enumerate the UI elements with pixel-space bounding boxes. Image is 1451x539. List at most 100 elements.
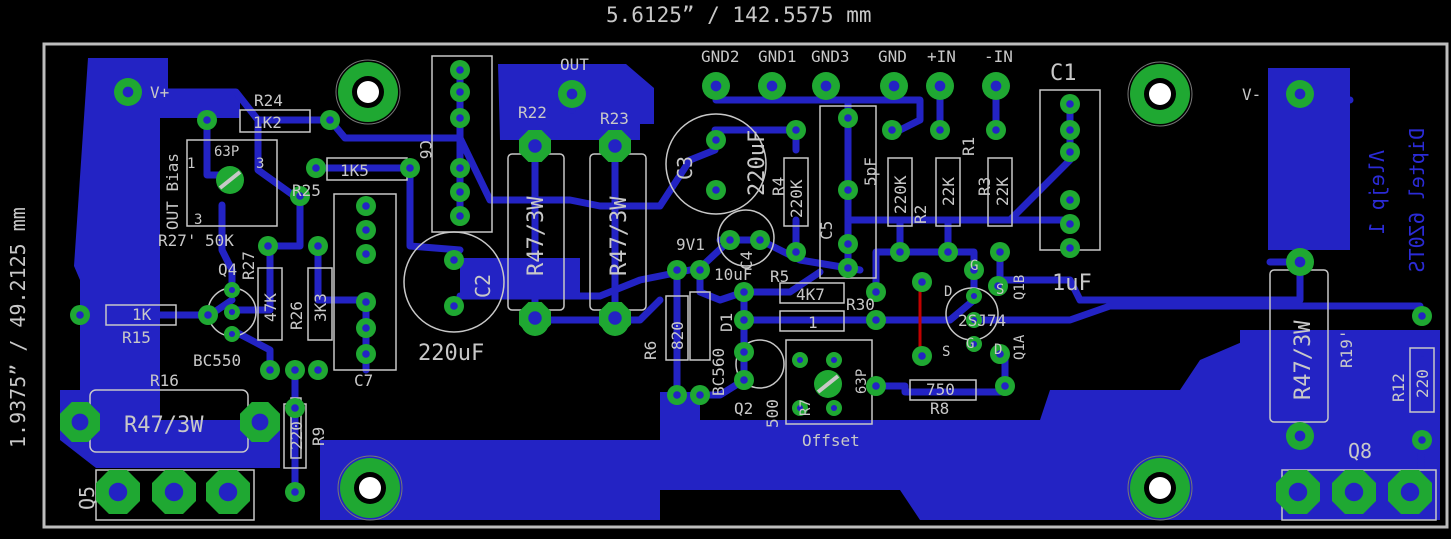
label-r9-val: 220 xyxy=(287,421,306,450)
pad-drill xyxy=(944,248,952,256)
mounting-hole-bl xyxy=(337,455,403,521)
label-offset: Offset xyxy=(802,431,860,450)
label-c7: C7 xyxy=(354,371,373,390)
label-r1: R1 xyxy=(959,137,978,156)
label-r3-val: 22K xyxy=(993,177,1012,206)
label-c5-val: 5pF xyxy=(861,157,880,186)
pad-drill xyxy=(406,164,414,172)
pad-drill xyxy=(1400,482,1420,502)
copper-pours xyxy=(60,58,1440,520)
label-q8: Q8 xyxy=(1348,439,1372,463)
pad-drill xyxy=(1294,256,1306,268)
label-pin3b: 3 xyxy=(194,212,202,228)
pad-drill xyxy=(726,236,734,244)
label-r30: R30 xyxy=(846,295,875,314)
pad-drill xyxy=(994,282,1002,290)
pad-drill xyxy=(844,240,852,248)
pad-drill xyxy=(996,248,1004,256)
label-r7-val: 500 xyxy=(763,399,782,428)
trimmer-pot-bias xyxy=(216,166,244,194)
pad-drill xyxy=(844,114,852,122)
pad-drill xyxy=(970,316,978,324)
pad-drill xyxy=(844,264,852,272)
label-pin1: 1 xyxy=(187,156,195,172)
pad-drill xyxy=(673,391,681,399)
label-out-bias: OUT Bias xyxy=(163,153,182,230)
width-dimension: 5.6125” / 142.5575 mm xyxy=(606,3,872,27)
label-cap63p-b: 63P xyxy=(854,369,870,394)
pad-drill xyxy=(740,288,748,296)
label-d1-val: 9V1 xyxy=(676,235,705,254)
pad-drill xyxy=(1066,100,1074,108)
pad-drill xyxy=(1066,220,1074,228)
label-r26: R26 xyxy=(287,301,306,330)
pad-drill xyxy=(696,391,704,399)
label-r5-val: 4K7 xyxy=(796,285,825,304)
label-r1-val: 22K xyxy=(939,177,958,206)
mounting-hole-tr xyxy=(1127,61,1193,127)
label-r3: R3 xyxy=(975,177,994,196)
pad-drill xyxy=(218,482,238,502)
pad-drill xyxy=(1418,436,1426,444)
label-d-left: D xyxy=(944,284,952,300)
pad-drill xyxy=(608,311,622,325)
pad-drill xyxy=(264,242,272,250)
pad-drill xyxy=(1066,244,1074,252)
label-gnd: GND xyxy=(878,47,907,66)
mounting-hole-br xyxy=(1127,455,1193,521)
label-c3-val: 220uF xyxy=(745,130,770,196)
pad-drill xyxy=(203,116,211,124)
mounting-holes xyxy=(335,59,1193,521)
label-d-right: D xyxy=(994,342,1002,358)
label-jfet: 2SJ74 xyxy=(958,311,1006,330)
pad-drill xyxy=(970,292,978,300)
pad-drill xyxy=(796,356,804,364)
pad-drill xyxy=(314,242,322,250)
pad-drill xyxy=(566,88,578,100)
pad-drill xyxy=(450,302,458,310)
mounting-hole-tl xyxy=(335,59,401,125)
pad-drill xyxy=(251,413,269,431)
pad-drill xyxy=(164,482,184,502)
pad-drill xyxy=(228,308,236,316)
label-r5: R5 xyxy=(770,267,789,286)
label-c6: C6 xyxy=(416,140,435,159)
pad-drill xyxy=(1066,148,1074,156)
pad-drill xyxy=(673,266,681,274)
pad-drill xyxy=(1294,430,1306,442)
label-s-right: S xyxy=(996,282,1004,298)
label-q1b: Q1B xyxy=(1012,275,1028,300)
pad-drill xyxy=(362,250,370,258)
pad-drill xyxy=(456,212,464,220)
label-r24-val: 1K2 xyxy=(253,113,282,132)
pad-drill xyxy=(740,348,748,356)
label-r15-val: 1K xyxy=(132,305,152,324)
label-bc550: BC550 xyxy=(193,351,241,370)
pad-drill xyxy=(204,311,212,319)
pad-drill xyxy=(918,278,926,286)
label-d1: D1 xyxy=(717,313,736,332)
pad-drill xyxy=(326,116,334,124)
label-r19p: R19' xyxy=(1337,329,1356,368)
label-r27-val: 47K xyxy=(261,293,280,322)
pad-drill xyxy=(456,88,464,96)
label-r27p: R27' xyxy=(158,231,197,250)
pad-drill xyxy=(266,366,274,374)
pad-drill xyxy=(740,376,748,384)
label-r4-val: 220K xyxy=(787,179,806,218)
pad-drill xyxy=(888,80,900,92)
label-r12-val: 220 xyxy=(1413,369,1432,398)
label-c5: C5 xyxy=(817,221,836,240)
label-r27: R27 xyxy=(239,251,258,280)
pad-drill xyxy=(936,126,944,134)
pad-drill xyxy=(740,316,748,324)
trimmer-pot-offset xyxy=(814,370,842,398)
label-vminus: V- xyxy=(1242,85,1261,104)
label-r47-a: R47/3W xyxy=(524,196,549,276)
label-c2-val: 220uF xyxy=(418,341,484,366)
label-r26-val: 3K3 xyxy=(311,293,330,322)
label-c1-val: 1uF xyxy=(1052,271,1092,296)
pad-drill xyxy=(888,126,896,134)
pad-drill xyxy=(756,236,764,244)
pad-drill xyxy=(456,66,464,74)
